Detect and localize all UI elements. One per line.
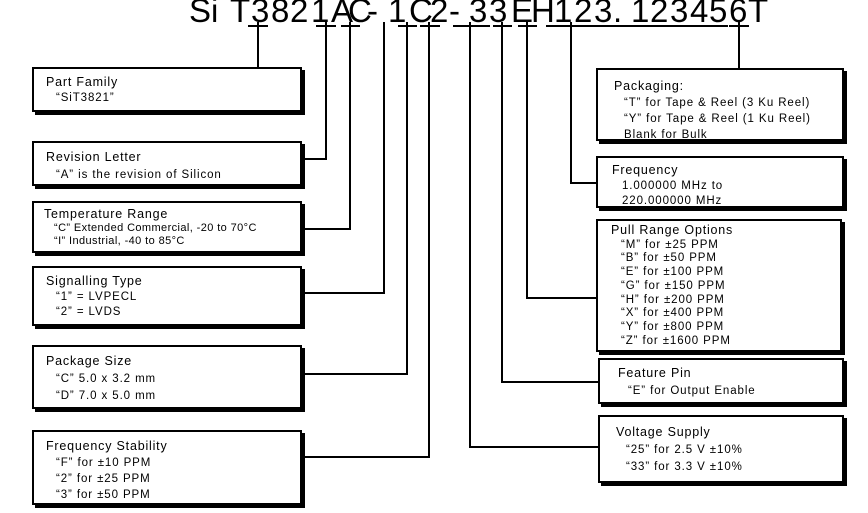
frequency-connector	[570, 22, 596, 184]
box-line: “I” Industrial, -40 to 85°C	[54, 235, 185, 247]
code-char: T	[230, 0, 251, 29]
box-line: “Y” for ±800 PPM	[621, 320, 725, 333]
code-char: E	[511, 0, 534, 29]
code-char: 3	[469, 0, 488, 29]
box-line: “E” for Output Enable	[628, 385, 756, 397]
box-line: “D” 7.0 x 5.0 mm	[56, 390, 157, 402]
box-title: Frequency Stability	[46, 439, 168, 453]
voltage-supply-box: Voltage Supply “25” for 2.5 V ±10% “33” fo…	[598, 415, 844, 483]
code-char: A	[331, 0, 354, 29]
box-line: “H” for ±200 PPM	[621, 293, 725, 306]
code-char: 2	[574, 0, 593, 29]
frequency-box: Frequency 1.000000 MHz to 220.000000 MHz	[596, 156, 844, 208]
temperature-connector	[302, 22, 351, 230]
box-line: “B” for ±50 PPM	[621, 252, 717, 265]
pull-range-options-box: Pull Range Options“M” for ±25 PPM“B” for…	[596, 219, 842, 352]
package-connector	[302, 22, 408, 375]
part-family-box: Part Family “SiT3821”	[32, 67, 302, 112]
code-char: C	[409, 0, 433, 29]
code-char: T	[748, 0, 769, 29]
pull-range-connector	[526, 22, 596, 299]
box-line: “A” is the revision of Silicon	[56, 169, 222, 181]
box-line: “3” for ±50 PPM	[56, 489, 151, 501]
revision-connector	[302, 22, 327, 160]
box-title: Pull Range Options	[611, 223, 734, 237]
code-char: 1	[311, 0, 330, 29]
box-line: “G” for ±150 PPM	[621, 279, 726, 292]
box-title: Revision Letter	[46, 150, 142, 164]
box-line: “Z” for ±1600 PPM	[621, 334, 731, 347]
package-size-box: Package Size “C” 5.0 x 3.2 mm “D” 7.0 x 5.…	[32, 345, 302, 409]
box-title: Part Family	[46, 75, 119, 89]
code-char: 1	[554, 0, 573, 29]
box-title: Voltage Supply	[616, 425, 711, 439]
code-char: 3	[594, 0, 613, 29]
box-title: Package Size	[46, 354, 133, 368]
box-line: “2” = LVDS	[56, 306, 122, 318]
box-title: Feature Pin	[618, 366, 692, 380]
code-char: -	[449, 0, 460, 29]
code-char: C	[348, 0, 372, 29]
box-line: “T” for Tape & Reel (3 Ku Reel)	[624, 97, 811, 109]
code-char: 1	[631, 0, 650, 29]
revision-letter-box: Revision Letter “A” is the revision of Si…	[32, 141, 302, 186]
box-line: “33” for 3.3 V ±10%	[626, 461, 743, 473]
code-char: 2	[430, 0, 449, 29]
box-line: “E” for ±100 PPM	[621, 266, 725, 279]
box-line: “X” for ±400 PPM	[621, 307, 725, 320]
box-line: “1” = LVPECL	[56, 291, 138, 303]
box-title: Signalling Type	[46, 274, 143, 288]
code-char: 4	[690, 0, 709, 29]
code-char: 2	[650, 0, 669, 29]
box-line: “25” for 2.5 V ±10%	[626, 444, 743, 456]
code-char: 3	[489, 0, 508, 29]
box-line: “Y” for Tape & Reel (1 Ku Reel)	[624, 113, 811, 125]
box-line: “F” for ±10 PPM	[56, 457, 152, 469]
frequency-stability-box: Frequency Stability “F” for ±10 PPM “2” fo…	[32, 430, 302, 505]
box-title: Packaging:	[614, 79, 684, 93]
code-char: .	[613, 0, 623, 29]
voltage-connector	[469, 22, 598, 448]
code-char: 1	[388, 0, 407, 29]
box-line: “M” for ±25 PPM	[621, 238, 719, 251]
signalling-connector	[302, 22, 385, 294]
code-char: -	[367, 0, 378, 29]
code-char: S	[189, 0, 212, 29]
box-line: 1.000000 MHz to	[622, 180, 724, 192]
box-line: “C” Extended Commercial, -20 to 70°C	[54, 222, 257, 234]
box-line: “C” 5.0 x 3.2 mm	[56, 373, 157, 385]
feature-pin-box: Feature Pin “E” for Output Enable	[598, 358, 844, 404]
code-char: 8	[271, 0, 290, 29]
box-line: 220.000000 MHz	[622, 195, 723, 207]
code-char: 3	[670, 0, 689, 29]
signalling-type-box: Signalling Type “1” = LVPECL “2” = LVDS	[32, 266, 302, 326]
box-line: “2” for ±25 PPM	[56, 473, 151, 485]
code-char: i	[211, 0, 219, 29]
temperature-range-box: Temperature Range“C” Extended Commercial…	[32, 201, 302, 253]
box-line: “SiT3821”	[56, 92, 115, 104]
code-char: 2	[290, 0, 309, 29]
feature-pin-connector	[501, 22, 598, 383]
code-char: 5	[709, 0, 728, 29]
box-title: Temperature Range	[44, 207, 169, 221]
box-line: Blank for Bulk	[624, 129, 708, 141]
code-char: H	[531, 0, 555, 29]
code-char: 3	[251, 0, 270, 29]
box-title: Frequency	[612, 163, 679, 177]
packaging-box: Packaging: “T” for Tape & Reel (3 Ku Reel…	[596, 68, 844, 141]
stability-connector	[302, 22, 430, 458]
code-char: 6	[729, 0, 748, 29]
